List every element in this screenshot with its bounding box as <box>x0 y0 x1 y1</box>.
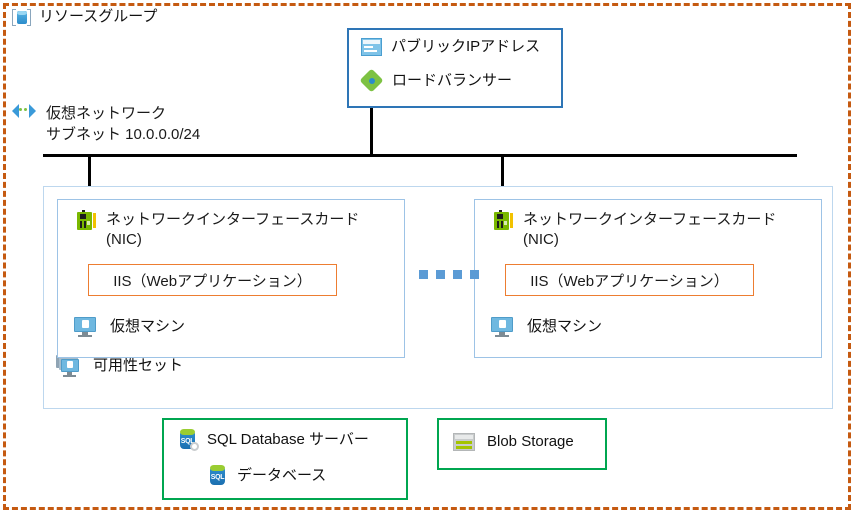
nic-icon <box>76 210 96 231</box>
connector-subnet-to-nic-right <box>501 154 504 212</box>
ellipsis-dot <box>453 270 462 279</box>
blob-storage-box: Blob Storage <box>437 418 607 470</box>
ellipsis-dot <box>436 270 445 279</box>
sql-database-icon: SQL <box>208 465 228 487</box>
vm-scale-ellipsis <box>419 270 479 279</box>
ellipsis-dot <box>419 270 428 279</box>
sql-icon-text: SQL <box>180 438 195 445</box>
nic-icon <box>493 210 513 231</box>
public-ip-icon <box>361 38 382 57</box>
resource-group-label: リソースグループ <box>39 8 158 26</box>
load-balancer-row[interactable]: ロードバランサー <box>359 68 513 93</box>
virtual-machine-icon <box>491 317 513 337</box>
sql-server-label: SQL Database サーバー <box>207 430 369 448</box>
virtual-machine-label-2: 仮想マシン <box>527 317 603 335</box>
virtual-machine-label-1: 仮想マシン <box>110 317 186 335</box>
frontend-group-box: パブリックIPアドレス ロードバランサー <box>347 28 563 108</box>
virtual-machine-box-1: ネットワークインターフェースカード (NIC) IIS（Webアプリケーション）… <box>57 199 405 358</box>
connector-load-balancer-to-subnet <box>370 108 373 156</box>
connector-subnet-bus <box>43 154 797 157</box>
virtual-machine-icon <box>74 317 96 337</box>
sql-server-icon: SQL <box>178 429 199 451</box>
sql-database-row[interactable]: SQL データベース <box>208 465 326 487</box>
load-balancer-icon <box>359 68 384 93</box>
resource-group-label-row: リソースグループ <box>12 8 157 27</box>
availability-set-label-row: 可用性セット <box>56 355 183 377</box>
nic-row-2[interactable]: ネットワークインターフェースカード (NIC) <box>493 210 776 250</box>
sql-server-row[interactable]: SQL SQL Database サーバー <box>178 429 369 451</box>
nic-label-line2: (NIC) <box>106 231 142 248</box>
availability-set-icon <box>56 355 81 377</box>
blob-storage-row[interactable]: Blob Storage <box>453 433 574 452</box>
nic-row-1[interactable]: ネットワークインターフェースカード (NIC) <box>76 210 359 250</box>
sql-database-box: SQL SQL Database サーバー SQL データベース <box>162 418 408 500</box>
subnet-label: サブネット 10.0.0.0/24 <box>46 126 201 143</box>
virtual-machine-row-2[interactable]: 仮想マシン <box>491 317 602 337</box>
iis-app-box-1[interactable]: IIS（Webアプリケーション） <box>88 264 337 296</box>
ellipsis-dot <box>470 270 479 279</box>
connector-subnet-to-nic-left <box>88 154 91 212</box>
resource-group-boundary <box>3 3 851 510</box>
vnet-icon <box>12 103 36 119</box>
resource-group-icon <box>12 8 31 27</box>
virtual-network-label: 仮想ネットワーク <box>46 105 167 122</box>
sql-icon-text: SQL <box>210 474 225 481</box>
blob-storage-icon <box>453 433 475 452</box>
virtual-network-label-row: 仮想ネットワーク サブネット 10.0.0.0/24 <box>12 103 200 145</box>
public-ip-row[interactable]: パブリックIPアドレス <box>361 38 540 57</box>
nic-label-line2: (NIC) <box>523 231 559 248</box>
nic-label-line1: ネットワークインターフェースカード <box>523 211 777 228</box>
virtual-machine-row-1[interactable]: 仮想マシン <box>74 317 185 337</box>
virtual-machine-box-2: ネットワークインターフェースカード (NIC) IIS（Webアプリケーション）… <box>474 199 822 358</box>
availability-set-label: 可用性セット <box>93 356 184 374</box>
public-ip-label: パブリックIPアドレス <box>391 38 541 55</box>
nic-label-line1: ネットワークインターフェースカード <box>106 211 360 228</box>
iis-app-box-2[interactable]: IIS（Webアプリケーション） <box>505 264 754 296</box>
blob-storage-label: Blob Storage <box>487 433 574 450</box>
load-balancer-label: ロードバランサー <box>392 71 513 89</box>
sql-database-label: データベース <box>237 466 327 484</box>
